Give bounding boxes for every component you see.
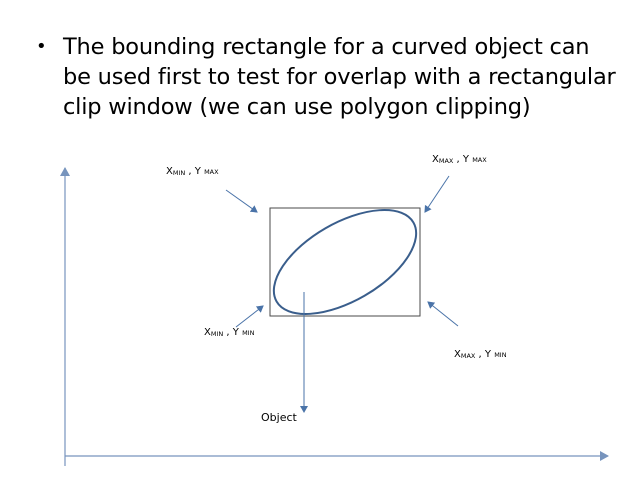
label-xmin-ymax: XMIN , Y MAX (166, 166, 219, 177)
label-xmax-ymin: XMAX , Y MIN (454, 349, 507, 360)
label-xmin-ymin: XMIN , Y MIN (204, 327, 255, 338)
arrow-top-right (424, 175, 450, 213)
bullet-point: • The bounding rectangle for a curved ob… (36, 32, 616, 122)
bullet-marker: • (36, 36, 47, 57)
curved-object-ellipse (272, 209, 418, 315)
bounding-rectangle (269, 207, 421, 317)
arrow-bottom-left (235, 305, 264, 328)
arrow-bottom-right (427, 301, 459, 327)
label-xmax-ymax: XMAX , Y MAX (432, 154, 487, 165)
arrow-top-left (225, 189, 258, 213)
label-object: Object (261, 411, 297, 424)
bullet-text: The bounding rectangle for a curved obje… (63, 34, 616, 120)
